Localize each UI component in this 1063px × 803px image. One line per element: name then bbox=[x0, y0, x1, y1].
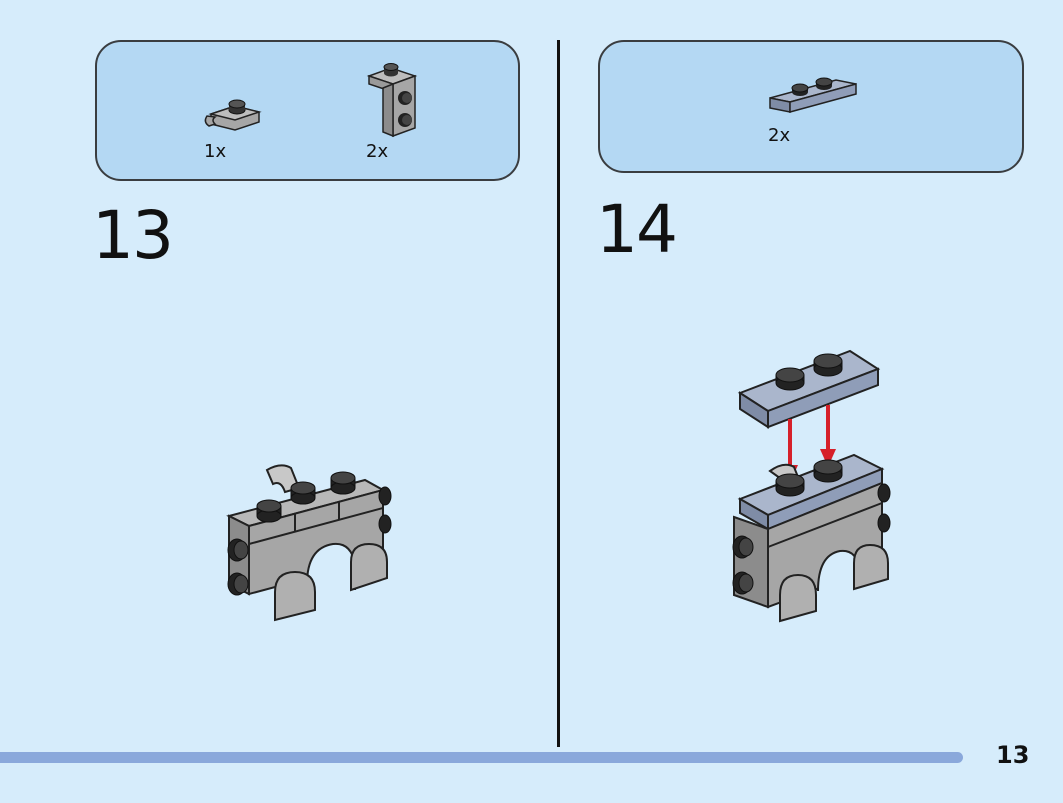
gray-plate-with-clip-icon bbox=[204, 99, 262, 131]
step-number-13: 13 bbox=[92, 197, 174, 274]
page-number: 13 bbox=[996, 741, 1030, 769]
part-quantity: 2x bbox=[366, 141, 389, 162]
gray-bracket-with-studs-icon bbox=[366, 63, 418, 138]
step-13-model-illustration bbox=[226, 464, 392, 622]
part-quantity: 2x bbox=[768, 125, 791, 146]
parts-callout-step-14: 2x bbox=[598, 40, 1024, 173]
step-divider bbox=[557, 40, 560, 747]
step-14-model-illustration bbox=[732, 349, 891, 623]
progress-bar bbox=[0, 752, 963, 763]
step-number-14: 14 bbox=[596, 191, 678, 268]
sand-blue-plate-1x2-icon bbox=[769, 77, 857, 113]
parts-callout-step-13: 1x 2x bbox=[95, 40, 520, 181]
part-quantity: 1x bbox=[204, 141, 227, 162]
